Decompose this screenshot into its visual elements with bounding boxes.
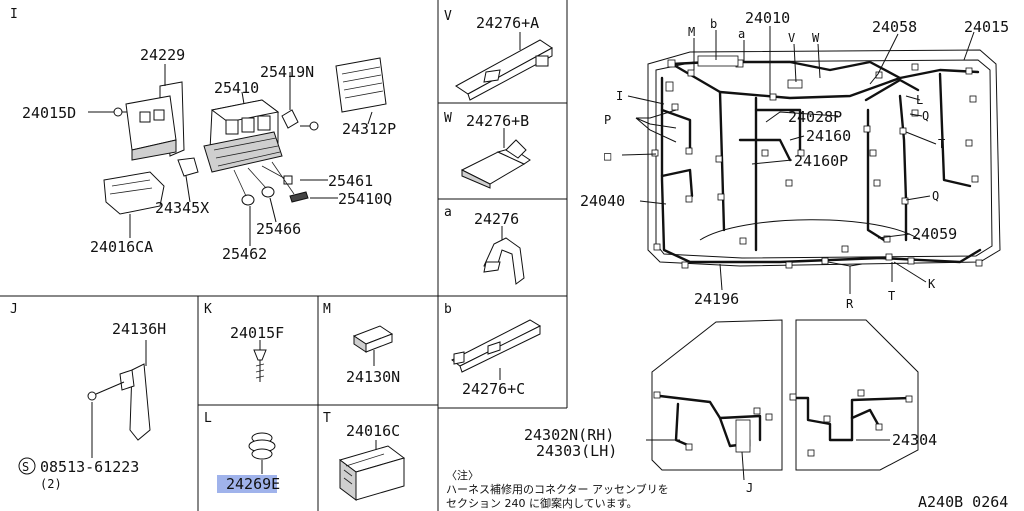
part-24276A: 24276+A bbox=[476, 14, 539, 32]
callout-square: □ bbox=[604, 149, 611, 163]
section-label-W: W bbox=[444, 111, 452, 126]
part-24015F: 24015F bbox=[230, 324, 284, 342]
section-label-K: K bbox=[204, 302, 212, 317]
callout-K: K bbox=[928, 277, 936, 291]
note-title: 〈注〉 bbox=[446, 468, 479, 482]
part-24015: 24015 bbox=[964, 18, 1009, 36]
part-24040: 24040 bbox=[580, 192, 625, 210]
part-24010: 24010 bbox=[745, 9, 790, 27]
part-25466: 25466 bbox=[256, 220, 301, 238]
part-24058: 24058 bbox=[872, 18, 917, 36]
part-25410Q: 25410Q bbox=[338, 190, 392, 208]
section-L-drawing bbox=[248, 432, 276, 474]
callout-T-lower: T bbox=[888, 289, 895, 303]
part-24016C: 24016C bbox=[346, 422, 400, 440]
callout-R: R bbox=[846, 297, 854, 311]
part-24196: 24196 bbox=[694, 290, 739, 308]
section-label-J: J bbox=[10, 302, 18, 317]
callout-I: I bbox=[616, 89, 623, 103]
callout-b: b bbox=[710, 17, 717, 31]
section-label-M: M bbox=[323, 302, 331, 317]
part-25419N: 25419N bbox=[260, 63, 314, 81]
callout-T-upper: T bbox=[938, 137, 945, 151]
callout-L: L bbox=[916, 93, 923, 107]
part-24160: 24160 bbox=[806, 127, 851, 145]
section-I-leaders bbox=[88, 64, 373, 246]
callout-Q-lower: Q bbox=[932, 189, 939, 203]
section-label-V: V bbox=[444, 9, 452, 24]
grid-lines bbox=[0, 0, 568, 511]
section-b-drawing bbox=[451, 319, 542, 380]
main-harness-leaders bbox=[621, 26, 975, 294]
part-24276: 24276 bbox=[474, 210, 519, 228]
section-label-T: T bbox=[323, 411, 331, 426]
part-24312P: 24312P bbox=[342, 120, 396, 138]
section-label-L: L bbox=[204, 411, 212, 426]
figure-code: A240B 0264 bbox=[918, 493, 1008, 511]
part-24059: 24059 bbox=[912, 225, 957, 243]
part-25410: 25410 bbox=[214, 79, 259, 97]
part-24303-LH: 24303(LH) bbox=[536, 442, 617, 460]
part-08513-qty: (2) bbox=[40, 477, 62, 491]
note-line-2: セクション 240 に御案内しています。 bbox=[446, 496, 638, 510]
callout-M: M bbox=[688, 25, 695, 39]
part-24015D: 24015D bbox=[22, 104, 76, 122]
callout-V: V bbox=[788, 31, 795, 45]
section-label-a: a bbox=[444, 205, 452, 220]
section-a-drawing bbox=[483, 226, 525, 285]
note-line-1: ハーネス補修用のコネクター アッセンブリを bbox=[446, 482, 669, 496]
part-24302N-RH: 24302N(RH) bbox=[524, 426, 614, 444]
part-24028P: 24028P bbox=[788, 108, 842, 126]
section-T-drawing bbox=[338, 440, 406, 501]
svg-text:S: S bbox=[22, 460, 29, 474]
callout-Q-upper: Q bbox=[922, 109, 929, 123]
callout-W: W bbox=[812, 31, 820, 45]
part-24276C: 24276+C bbox=[462, 380, 525, 398]
section-W-drawing bbox=[460, 128, 531, 189]
part-08513-61223: 08513-61223 bbox=[40, 458, 139, 476]
section-label-b: b bbox=[444, 302, 452, 317]
part-24160P: 24160P bbox=[794, 152, 848, 170]
part-24136H: 24136H bbox=[112, 320, 166, 338]
section-M-drawing bbox=[352, 325, 394, 366]
highlight-24269E bbox=[217, 475, 277, 493]
section-I-drawing bbox=[103, 57, 387, 215]
part-25461: 25461 bbox=[328, 172, 373, 190]
part-24276B: 24276+B bbox=[466, 112, 529, 130]
part-24016CA: 24016CA bbox=[90, 238, 153, 256]
section-K-drawing bbox=[253, 340, 267, 382]
door-harness-drawing bbox=[646, 319, 919, 481]
callout-P: P bbox=[604, 113, 611, 127]
callout-J: J bbox=[746, 481, 753, 495]
part-24229: 24229 bbox=[140, 46, 185, 64]
section-label-I: I bbox=[10, 7, 18, 22]
part-24345X: 24345X bbox=[155, 199, 209, 217]
part-24304: 24304 bbox=[892, 431, 937, 449]
section-V-drawing bbox=[455, 32, 553, 101]
screw-symbol-S: S bbox=[18, 457, 36, 475]
callout-a: a bbox=[738, 27, 745, 41]
part-24269E: 24269E bbox=[226, 475, 280, 493]
section-J-drawing bbox=[87, 340, 151, 458]
part-24130N: 24130N bbox=[346, 368, 400, 386]
part-25462: 25462 bbox=[222, 245, 267, 263]
